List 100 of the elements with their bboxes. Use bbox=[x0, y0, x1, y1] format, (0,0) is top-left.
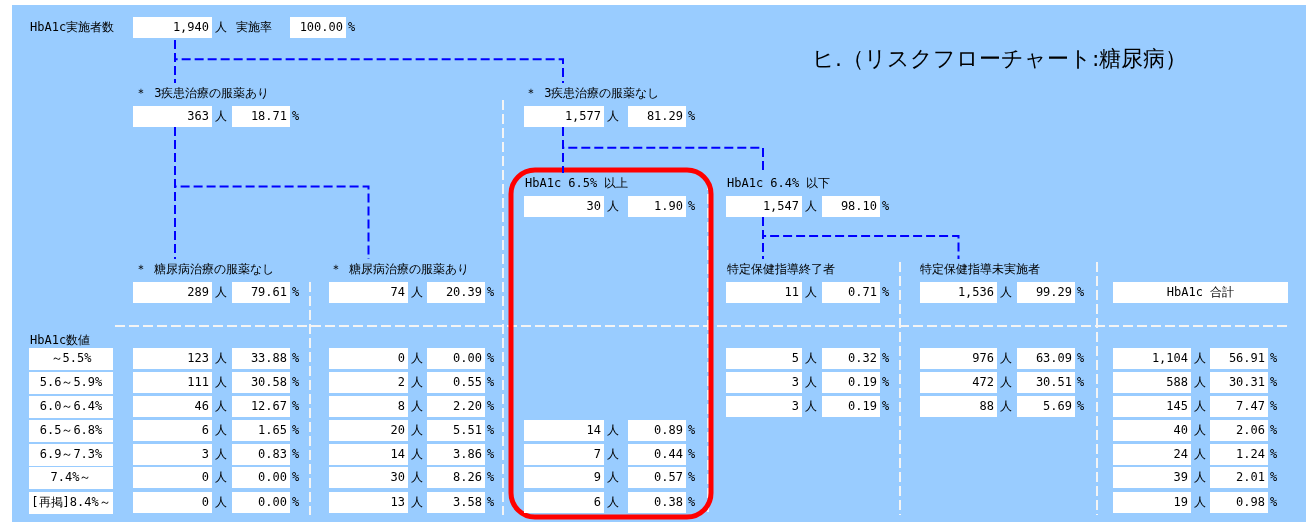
unit-label: % bbox=[1077, 350, 1085, 367]
row-label-cell: 5.6～5.9% bbox=[29, 372, 113, 394]
unit-label: 人 bbox=[1194, 446, 1206, 463]
value-cell: 3.86 bbox=[427, 444, 485, 465]
value-cell: 0.19 bbox=[822, 396, 880, 417]
unit-label: % bbox=[292, 284, 300, 301]
unit-label: % bbox=[292, 398, 300, 415]
row-label-cell: 7.4%～ bbox=[29, 467, 113, 489]
unit-label: % bbox=[292, 446, 300, 463]
unit-label: 人 bbox=[215, 494, 227, 511]
value-cell: 5.51 bbox=[427, 420, 485, 441]
value-cell: 6 bbox=[524, 492, 604, 513]
row-label-cell: 6.5～6.8% bbox=[29, 420, 113, 442]
value-cell: 7 bbox=[524, 444, 604, 465]
unit-label: % bbox=[882, 374, 890, 391]
value-cell: 6 bbox=[133, 420, 212, 441]
group-heading: 実施率 bbox=[236, 19, 272, 35]
unit-label: % bbox=[882, 350, 890, 367]
value-cell: 20 bbox=[329, 420, 408, 441]
unit-label: % bbox=[292, 469, 300, 486]
value-cell: 5 bbox=[726, 348, 802, 369]
unit-label: 人 bbox=[607, 198, 619, 215]
unit-label: 人 bbox=[215, 446, 227, 463]
unit-label: 人 bbox=[411, 422, 423, 439]
value-cell: 30 bbox=[329, 467, 408, 488]
group-heading: HbA1c実施者数 bbox=[30, 19, 115, 35]
value-cell: 588 bbox=[1113, 372, 1191, 393]
unit-label: 人 bbox=[607, 494, 619, 511]
value-cell: 0.89 bbox=[628, 420, 686, 441]
row-label-cell: ～5.5% bbox=[29, 348, 113, 370]
connector-line bbox=[762, 216, 960, 260]
group-heading: ＊ 糖尿病治療の服薬なし bbox=[135, 261, 275, 277]
chart-title: ヒ.（リスクフローチャート:糖尿病） bbox=[812, 45, 1188, 73]
group-heading: 特定保健指導未実施者 bbox=[920, 261, 1040, 277]
row-label-cell: 6.9～7.3% bbox=[29, 444, 113, 466]
value-cell: 81.29 bbox=[628, 106, 686, 127]
value-cell: 111 bbox=[133, 372, 212, 393]
value-cell: 74 bbox=[329, 282, 408, 303]
unit-label: % bbox=[292, 494, 300, 511]
unit-label: 人 bbox=[607, 108, 619, 125]
value-cell: 9 bbox=[524, 467, 604, 488]
value-cell: 1,940 bbox=[133, 17, 212, 38]
value-cell: 99.29 bbox=[1017, 282, 1075, 303]
value-cell: 12.67 bbox=[232, 396, 290, 417]
unit-label: % bbox=[1077, 398, 1085, 415]
value-cell: 0.71 bbox=[822, 282, 880, 303]
value-cell: 5.69 bbox=[1017, 396, 1075, 417]
value-cell: 472 bbox=[920, 372, 997, 393]
value-cell: 7.47 bbox=[1210, 396, 1268, 417]
group-heading: HbA1c 6.4% 以下 bbox=[727, 175, 831, 191]
value-cell: 8.26 bbox=[427, 467, 485, 488]
value-cell: 18.71 bbox=[232, 106, 290, 127]
unit-label: 人 bbox=[215, 284, 227, 301]
value-cell: 100.00 bbox=[290, 17, 346, 38]
value-cell: 98.10 bbox=[822, 196, 880, 217]
value-cell: 46 bbox=[133, 396, 212, 417]
value-cell: 1,577 bbox=[524, 106, 604, 127]
value-cell: 1,536 bbox=[920, 282, 997, 303]
value-cell: 2.06 bbox=[1210, 420, 1268, 441]
value-cell: 2.20 bbox=[427, 396, 485, 417]
unit-label: 人 bbox=[411, 350, 423, 367]
unit-label: % bbox=[487, 446, 495, 463]
value-cell: 0.83 bbox=[232, 444, 290, 465]
value-cell: 13 bbox=[329, 492, 408, 513]
unit-label: % bbox=[1270, 446, 1278, 463]
unit-label: % bbox=[487, 494, 495, 511]
value-cell: 30.31 bbox=[1210, 372, 1268, 393]
unit-label: 人 bbox=[411, 284, 423, 301]
unit-label: 人 bbox=[1000, 374, 1012, 391]
value-cell: 3 bbox=[726, 372, 802, 393]
value-cell: 0.38 bbox=[628, 492, 686, 513]
unit-label: % bbox=[688, 469, 696, 486]
unit-label: 人 bbox=[411, 469, 423, 486]
unit-label: % bbox=[1270, 398, 1278, 415]
unit-label: 人 bbox=[411, 398, 423, 415]
unit-label: % bbox=[1270, 422, 1278, 439]
unit-label: 人 bbox=[215, 374, 227, 391]
unit-label: 人 bbox=[805, 398, 817, 415]
value-cell: 14 bbox=[524, 420, 604, 441]
value-cell: 56.91 bbox=[1210, 348, 1268, 369]
value-cell: 3.58 bbox=[427, 492, 485, 513]
unit-label: % bbox=[882, 398, 890, 415]
value-cell: 0 bbox=[133, 467, 212, 488]
value-cell: 39 bbox=[1113, 467, 1191, 488]
unit-label: 人 bbox=[215, 19, 227, 36]
value-cell: 88 bbox=[920, 396, 997, 417]
value-cell: 1.90 bbox=[628, 196, 686, 217]
unit-label: % bbox=[688, 108, 696, 125]
table-heading: HbA1c数値 bbox=[30, 332, 91, 348]
unit-label: % bbox=[348, 19, 356, 36]
value-cell: 11 bbox=[726, 282, 802, 303]
unit-label: 人 bbox=[1194, 422, 1206, 439]
unit-label: 人 bbox=[215, 398, 227, 415]
unit-label: 人 bbox=[607, 422, 619, 439]
unit-label: % bbox=[688, 494, 696, 511]
value-cell: 0.57 bbox=[628, 467, 686, 488]
unit-label: % bbox=[292, 374, 300, 391]
value-cell: 63.09 bbox=[1017, 348, 1075, 369]
unit-label: % bbox=[1077, 374, 1085, 391]
unit-label: % bbox=[1270, 469, 1278, 486]
